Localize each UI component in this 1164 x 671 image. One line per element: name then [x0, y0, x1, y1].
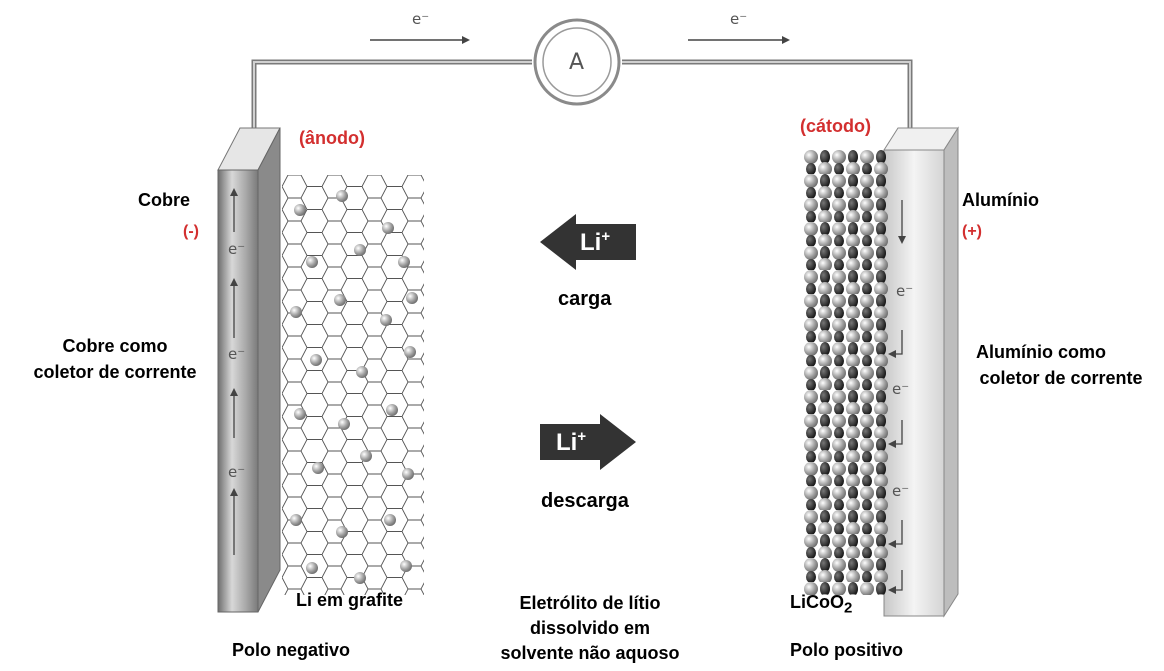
anode-metal: Cobre [138, 190, 191, 210]
discharge-arrow [540, 414, 636, 470]
cathode-material: LiCoO2 [790, 592, 852, 617]
anode-collector-line2: coletor de corrente [33, 362, 197, 382]
cathode-pole: Polo positivo [790, 640, 904, 660]
cathode-electron-3: e⁻ [892, 482, 910, 500]
anode-electron-2: e⁻ [228, 345, 246, 363]
cathode-electron-1: e⁻ [896, 282, 914, 300]
cathode-metal: Alumínio [962, 190, 1039, 210]
licoo2-lattice [804, 150, 888, 595]
anode-electron-1: e⁻ [228, 240, 246, 258]
charge-ion-charge: + [601, 228, 611, 245]
cathode-collector-line1: Alumínio como [976, 342, 1106, 362]
charge-arrow [540, 214, 636, 270]
electron-label-top-right: e⁻ [730, 10, 748, 28]
charge-label: carga [558, 288, 612, 310]
cathode-material-subscript: 2 [844, 599, 853, 617]
discharge-label: descarga [541, 490, 629, 512]
graphite-lattice [282, 175, 424, 595]
cathode-sign: (+) [962, 223, 982, 240]
anode-role: (ânodo) [299, 128, 365, 148]
anode-electron-3: e⁻ [228, 463, 246, 481]
electrolyte-line2: dissolvido em [529, 618, 651, 638]
discharge-ion-symbol: Li [556, 429, 578, 456]
cathode-plate [883, 126, 959, 618]
electrolyte-line1: Eletrólito de lítio [519, 593, 661, 613]
anode-material: Li em grafite [296, 590, 404, 610]
ammeter-label: A [569, 50, 585, 75]
charge-ion-label: Li+ [580, 228, 610, 257]
charge-ion-symbol: Li [580, 229, 602, 256]
anode-plate [217, 127, 281, 613]
cathode-role: (cátodo) [800, 116, 871, 136]
cathode-collector-line2: coletor de corrente [979, 368, 1143, 388]
anode-pole: Polo negativo [232, 640, 351, 660]
electrolyte-line3: solvente não aquoso [500, 643, 680, 663]
anode-sign: (-) [183, 223, 199, 240]
anode-collector-line1: Cobre como [62, 336, 168, 356]
electron-label-top-left: e⁻ [412, 10, 430, 28]
lithium-ions-anode [290, 190, 418, 584]
cathode-electron-2: e⁻ [892, 380, 910, 398]
cathode-material-formula: LiCoO [790, 592, 844, 612]
discharge-ion-charge: + [577, 428, 587, 445]
discharge-ion-label: Li+ [556, 428, 586, 457]
